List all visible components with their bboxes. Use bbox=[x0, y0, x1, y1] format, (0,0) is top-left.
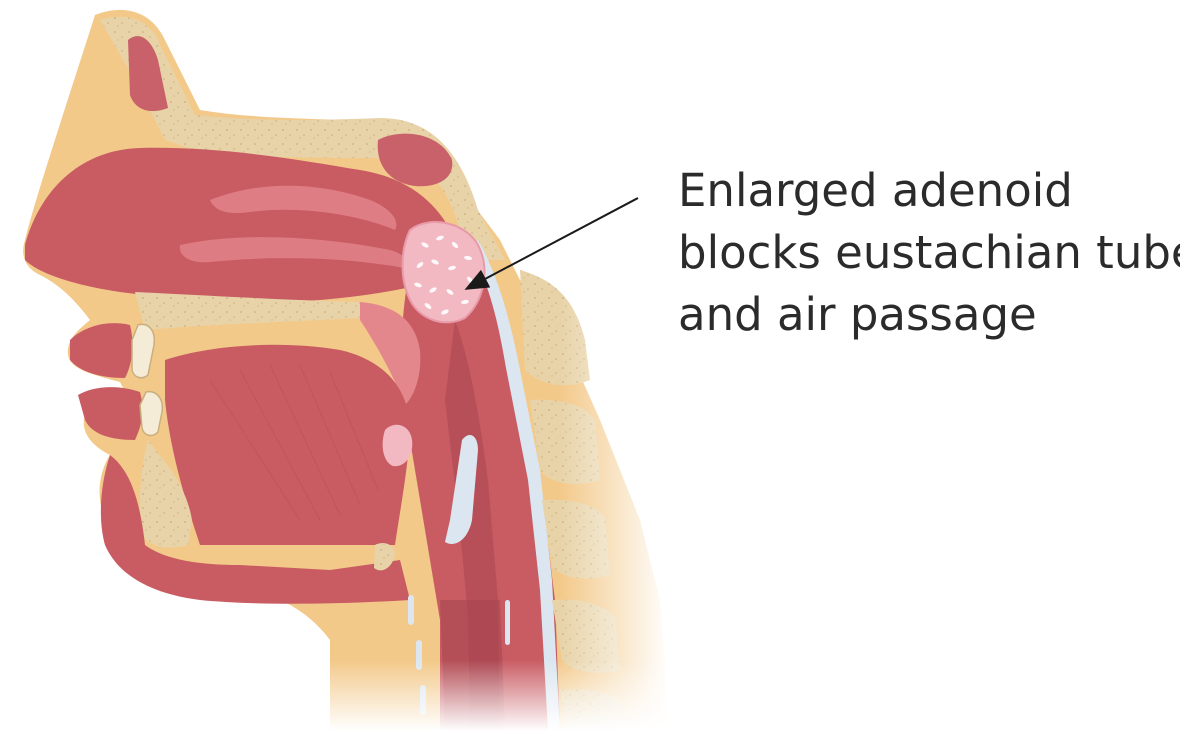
callout-line-3: and air passage bbox=[678, 284, 1168, 346]
callout-line-1: Enlarged adenoid bbox=[678, 160, 1168, 222]
tongue bbox=[165, 345, 410, 545]
lower-tooth bbox=[140, 392, 162, 436]
adenoid-callout: Enlarged adenoid blocks eustachian tube … bbox=[678, 160, 1168, 346]
callout-line-2: blocks eustachian tube bbox=[678, 222, 1168, 284]
enlarged-adenoid bbox=[403, 222, 485, 322]
